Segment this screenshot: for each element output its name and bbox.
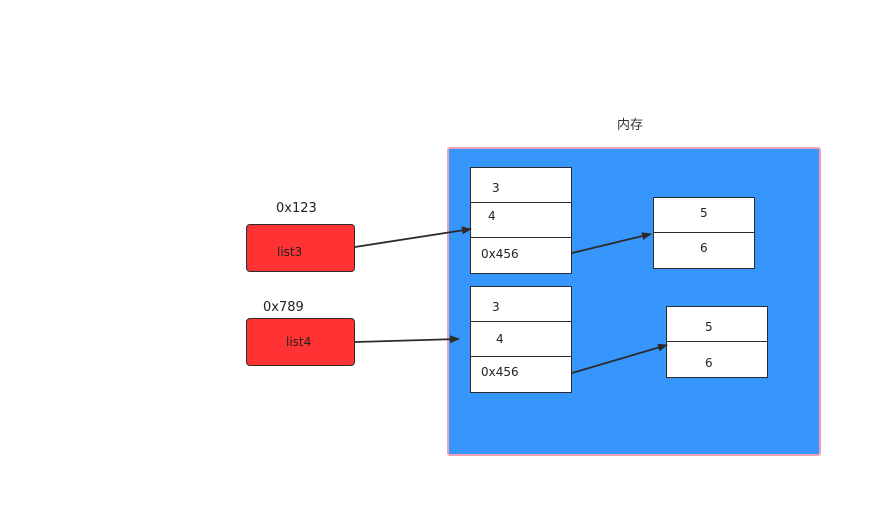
arrow-list4-to-outer-list-2 <box>354 335 460 344</box>
memory-title: 内存 <box>617 118 644 133</box>
variable-name-list3: list3 <box>277 245 303 259</box>
arrow-outer-list-2-to-inner-list-2 <box>571 343 668 374</box>
outer-list-2-cell-3: 0x456 <box>470 356 572 393</box>
outer-list-2-cell-1: 3 <box>470 286 572 323</box>
inner-list-2-cell-2: 6 <box>666 341 768 378</box>
arrow-list3-to-outer-list-1 <box>354 226 472 248</box>
arrow-outer-list-1-to-inner-list-1 <box>571 232 652 254</box>
variable-box-list3: list3 <box>246 224 355 272</box>
variable-address-list4: 0x789 <box>263 300 304 315</box>
inner-list-1-cell-2: 6 <box>653 232 755 269</box>
variable-name-list4: list4 <box>286 335 312 349</box>
inner-list-1-cell-1: 5 <box>653 197 755 234</box>
variable-box-list4: list4 <box>246 318 355 366</box>
outer-list-1-cell-2: 4 <box>470 202 572 239</box>
outer-list-1-cell-3: 0x456 <box>470 237 572 274</box>
inner-list-2-cell-1: 5 <box>666 306 768 343</box>
variable-address-list3: 0x123 <box>276 201 317 216</box>
